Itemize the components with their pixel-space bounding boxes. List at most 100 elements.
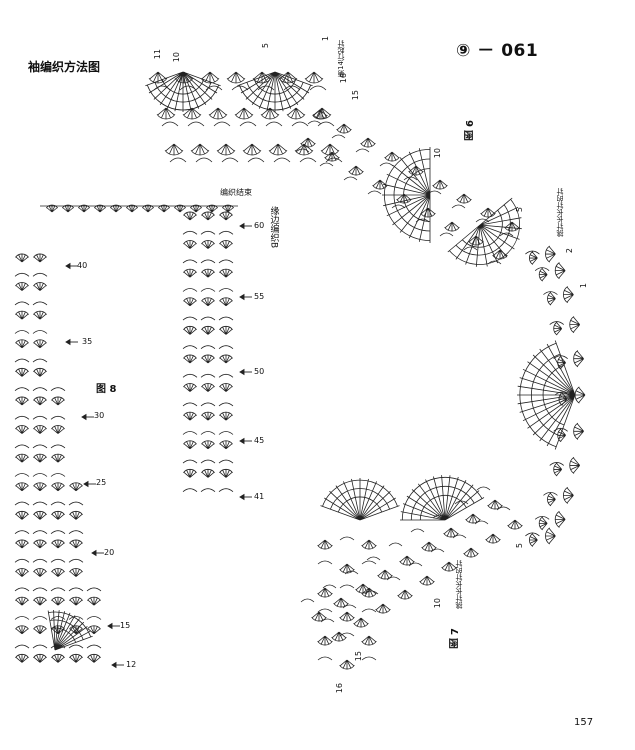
stitch-symbol-60 [348,165,364,176]
stitch-symbol-133 [487,499,503,510]
stitch-symbol-35 [169,157,187,163]
stitch-symbol-280 [32,358,48,363]
fig6-row-1-bottom: 1 [579,283,588,289]
stitch-symbol-222 [218,345,234,350]
stitch-symbol-362 [47,609,93,651]
stitch-symbol-273 [15,310,29,320]
stitch-symbol-355 [68,644,84,649]
stitch-symbol-160 [342,604,357,609]
stitch-symbol-175 [317,539,333,550]
stitch-symbol-294 [51,425,65,434]
stitch-symbol-254 [61,204,75,213]
stitch-symbol-177 [361,539,377,550]
stitch-symbol-360 [69,653,83,663]
stitch-symbol-48 [246,82,304,103]
stitch-symbol-237 [219,411,233,421]
stitch-symbol-203 [200,259,216,264]
stitch-symbol-57 [319,162,334,167]
stitch-symbol-291 [50,415,66,420]
stitch-symbol-342 [14,616,30,620]
stitch-symbol-174 [322,479,398,507]
stitch-symbol-22 [187,121,205,127]
stitch-symbol-283 [14,387,30,392]
stitch-symbol-323 [69,539,83,549]
stitch-symbol-267 [14,272,30,277]
stitch-symbol-285 [50,387,66,392]
stitch-symbol-320 [15,539,29,549]
stitch-symbol-337 [15,596,29,606]
stitch-symbol-318 [50,530,66,535]
stitch-symbol-89 [384,149,431,241]
stitch-symbol-136 [474,520,489,525]
stitch-symbol-74 [456,193,472,204]
stitch-symbol-310 [50,501,66,506]
stitch-symbol-192 [361,656,377,661]
stitch-symbol-239 [200,431,216,435]
stitch-symbol-326 [50,558,66,563]
stitch-symbol-30 [216,143,236,156]
stitch-symbol-262 [189,204,203,213]
stitch-symbol-151 [397,589,413,600]
stitch-symbol-253 [45,204,59,213]
stitch-symbol-275 [14,330,30,334]
stitch-symbol-86 [382,147,431,243]
stitch-symbol-298 [15,453,29,463]
stitch-symbol-201 [219,240,233,249]
stitch-symbol-153 [377,569,393,580]
stitch-symbol-121 [554,510,566,528]
stitch-symbol-126 [529,533,538,547]
stitch-symbol-65 [367,190,382,195]
stitch-symbol-249 [219,468,233,478]
stitch-symbol-194 [201,211,215,221]
stitch-symbol-226 [182,373,198,378]
stitch-symbol-309 [32,501,48,506]
stitch-symbol-339 [51,596,65,606]
fig6-row-5-top: 5 [261,43,270,49]
stitch-symbol-19 [286,107,306,120]
stitch-symbol-179 [339,563,355,574]
stitch-symbol-234 [218,402,234,407]
fig7-row-5: 5 [515,543,524,549]
stitch-symbol-256 [93,204,107,213]
stitch-symbol-147 [419,575,435,586]
stitch-symbol-139 [463,547,479,558]
stitch-symbol-276 [32,330,48,334]
stitch-symbol-242 [201,440,215,450]
row-arrow-head [239,293,245,301]
stitch-symbol-313 [33,510,47,520]
stitch-symbol-214 [182,316,198,321]
stitch-symbol-137 [465,513,481,524]
figure-7-label: 图 7 [450,628,461,649]
stitch-symbol-227 [200,373,216,378]
stitch-symbol-223 [183,354,197,364]
stitch-symbol-93 [449,199,520,265]
stitch-symbol-225 [219,354,233,364]
stitch-symbol-178 [317,560,333,565]
fig7-row-16: 16 [335,683,344,694]
stitch-symbol-100 [563,286,574,304]
stitch-symbol-40 [299,157,317,163]
stitch-symbol-145 [421,541,437,552]
stitch-symbol-105 [553,321,563,336]
stitch-symbol-176 [339,536,355,541]
stitch-symbol-305 [33,482,47,492]
stitch-symbol-91 [462,209,503,248]
fig6-row-10-top: 10 [172,52,181,63]
stitch-symbol-0 [148,71,168,84]
stitch-symbol-292 [15,425,29,434]
edge-row-55: 55 [254,292,265,301]
stitch-symbol-167 [400,475,485,521]
stitch-symbol-288 [51,396,65,406]
stitch-symbol-16 [208,107,228,120]
stitch-symbol-338 [33,596,47,606]
stitch-symbol-148 [408,562,423,567]
stitch-symbol-258 [125,204,139,213]
stitch-symbol-106 [573,350,584,368]
stitch-symbol-112 [573,422,584,440]
stitch-symbol-231 [219,383,233,392]
stitch-symbol-332 [14,587,30,592]
stitch-symbol-232 [182,402,198,407]
stitch-symbol-159 [353,617,369,628]
fig6-pickup-note: 挑针长长针的针 [556,188,564,237]
stitch-symbol-149 [399,555,415,566]
